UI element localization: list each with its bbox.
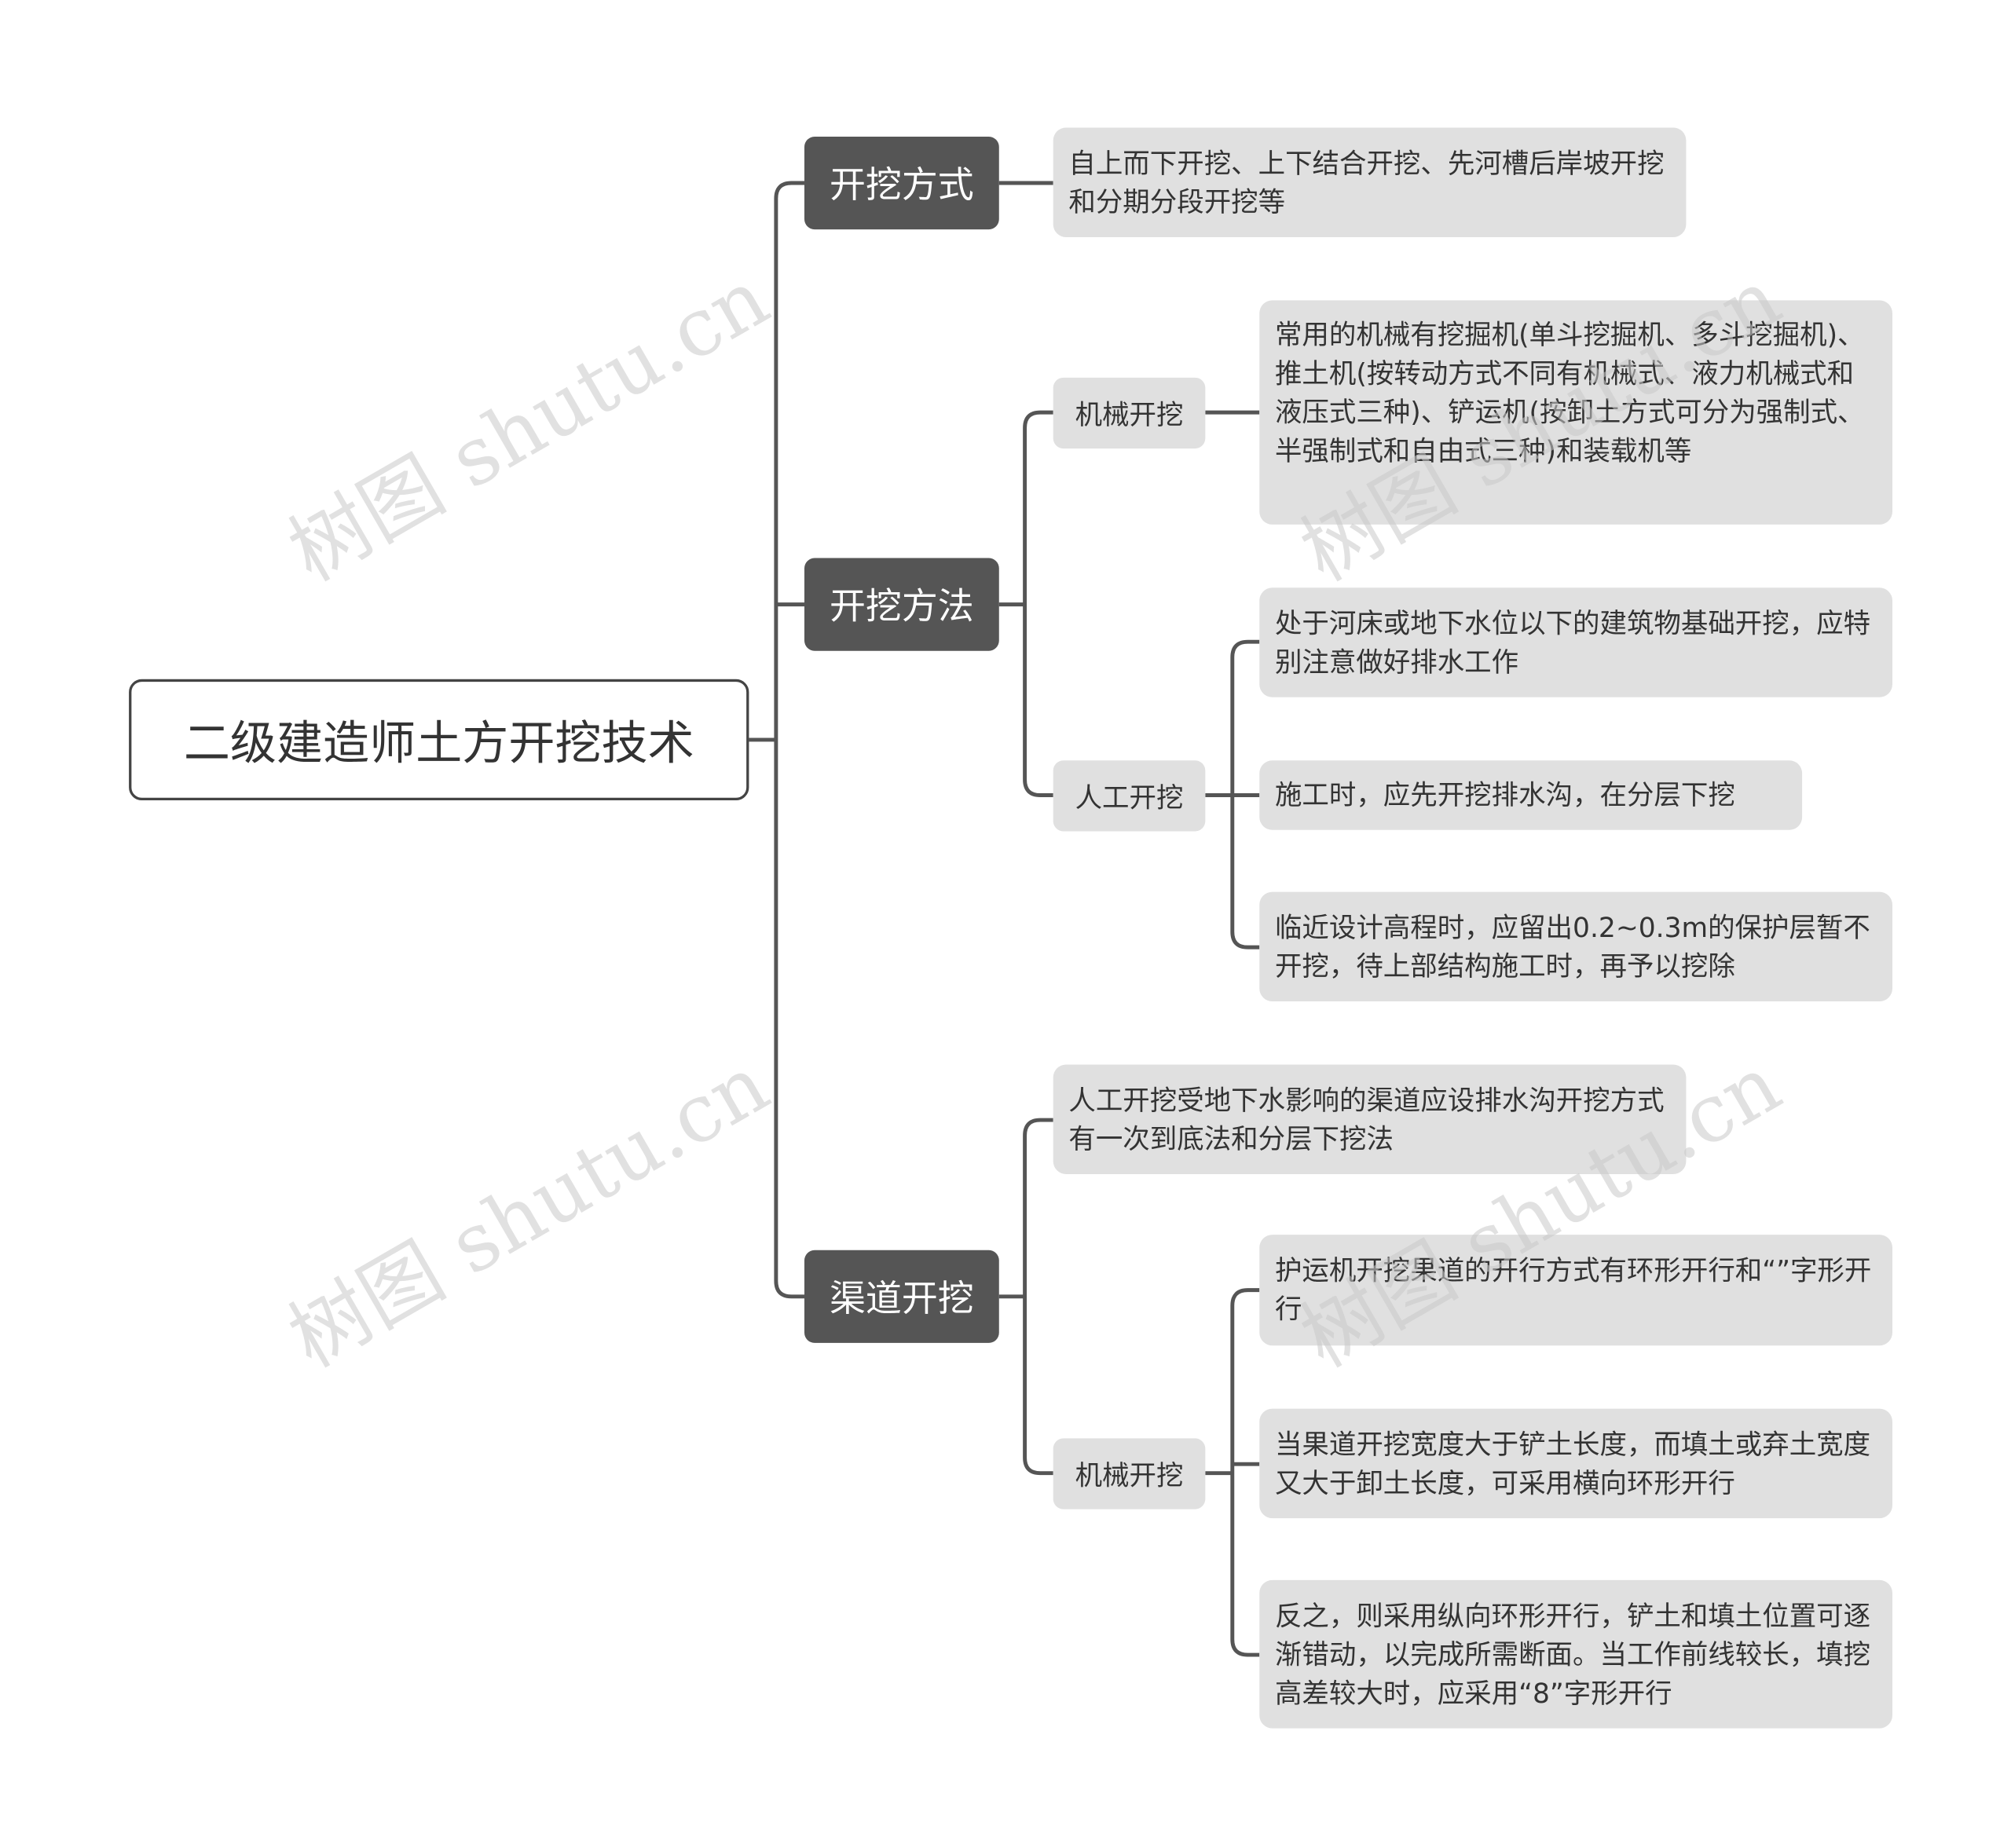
leaf-topic[interactable]: 自上而下开挖、上下结合开挖、先河槽后岸坡开挖和分期分段开挖等 bbox=[1053, 127, 1687, 237]
leaf-topic[interactable]: 施工时，应先开挖排水沟，在分层下挖 bbox=[1259, 760, 1803, 830]
leaf-topic[interactable]: 临近设计高程时，应留出0.2~0.3m的保护层暂不开挖，待上部结构施工时，再予以… bbox=[1259, 891, 1892, 1002]
connector-rengong bbox=[1205, 639, 1260, 950]
leaf-topic[interactable]: 护运机开挖果道的开行方式有环形开行和“”字形开行 bbox=[1259, 1235, 1892, 1346]
leaf-text: 临近设计高程时，应留出0.2~0.3m的保护层暂不开挖，待上部结构施工时，再予以… bbox=[1274, 912, 1870, 982]
subtopic-jixie-kaiwa[interactable]: 机械开挖 bbox=[1053, 377, 1206, 449]
leaf-text: 自上而下开挖、上下结合开挖、先河槽后岸坡开挖和分期分段开挖等 bbox=[1068, 147, 1665, 218]
leaf-topic[interactable]: 常用的机械有挖掘机(单斗挖掘机、多斗挖掘机)、推土机(按转动方式不同有机械式、液… bbox=[1259, 300, 1892, 525]
root-topic[interactable]: 二级建造师土方开挖技术 bbox=[129, 679, 749, 801]
leaf-topic[interactable]: 人工开挖受地下水影响的渠道应设排水沟开挖方式有一次到底法和分层下挖法 bbox=[1053, 1064, 1687, 1174]
connector-fangfa bbox=[998, 410, 1053, 797]
branch-kaiwa-fangfa[interactable]: 开挖方法 bbox=[804, 558, 999, 651]
leaf-text: 常用的机械有挖掘机(单斗挖掘机、多斗挖掘机)、推土机(按转动方式不同有机械式、液… bbox=[1274, 319, 1865, 467]
connector-jixie2 bbox=[1205, 1288, 1260, 1657]
subtopic-label: 人工开挖 bbox=[1075, 781, 1184, 813]
leaf-text: 护运机开挖果道的开行方式有环形开行和“”字形开行 bbox=[1274, 1255, 1872, 1325]
subtopic-rengong-kaiwa[interactable]: 人工开挖 bbox=[1053, 760, 1206, 832]
branch-label: 开挖方法 bbox=[829, 585, 974, 628]
subtopic-label: 机械开挖 bbox=[1075, 1459, 1184, 1491]
leaf-topic[interactable]: 反之，则采用纵向环形开行，铲土和填土位置可逐渐错动，以完成所需断面。当工作前线较… bbox=[1259, 1579, 1892, 1729]
leaf-topic[interactable]: 处于河床或地下水位以下的建筑物基础开挖，应特别注意做好排水工作 bbox=[1259, 587, 1892, 697]
leaf-topic[interactable]: 当果道开挖宽度大于铲土长度，而填土或弃土宽度又大于卸土长度，可采用横向环形开行 bbox=[1259, 1408, 1892, 1519]
connector-qudao bbox=[998, 1118, 1053, 1476]
leaf-text: 人工开挖受地下水影响的渠道应设排水沟开挖方式有一次到底法和分层下挖法 bbox=[1068, 1084, 1665, 1155]
subtopic-jixie-kaiwa-2[interactable]: 机械开挖 bbox=[1053, 1438, 1206, 1510]
subtopic-label: 机械开挖 bbox=[1075, 398, 1184, 430]
leaf-text: 处于河床或地下水位以下的建筑物基础开挖，应特别注意做好排水工作 bbox=[1274, 607, 1871, 678]
branch-qudao-kaiwa[interactable]: 渠道开挖 bbox=[804, 1250, 999, 1343]
connector-trunk bbox=[774, 181, 804, 1299]
leaf-text: 反之，则采用纵向环形开行，铲土和填土位置可逐渐错动，以完成所需断面。当工作前线较… bbox=[1274, 1600, 1871, 1709]
branch-kaiwa-fangshi[interactable]: 开挖方式 bbox=[804, 136, 999, 230]
leaf-text: 当果道开挖宽度大于铲土长度，而填土或弃土宽度又大于卸土长度，可采用横向环形开行 bbox=[1274, 1429, 1871, 1499]
root-topic-label: 二级建造师土方开挖技术 bbox=[183, 718, 694, 771]
leaf-text: 施工时，应先开挖排水沟，在分层下挖 bbox=[1274, 779, 1735, 811]
branch-label: 开挖方式 bbox=[829, 163, 974, 207]
branch-label: 渠道开挖 bbox=[829, 1277, 974, 1320]
